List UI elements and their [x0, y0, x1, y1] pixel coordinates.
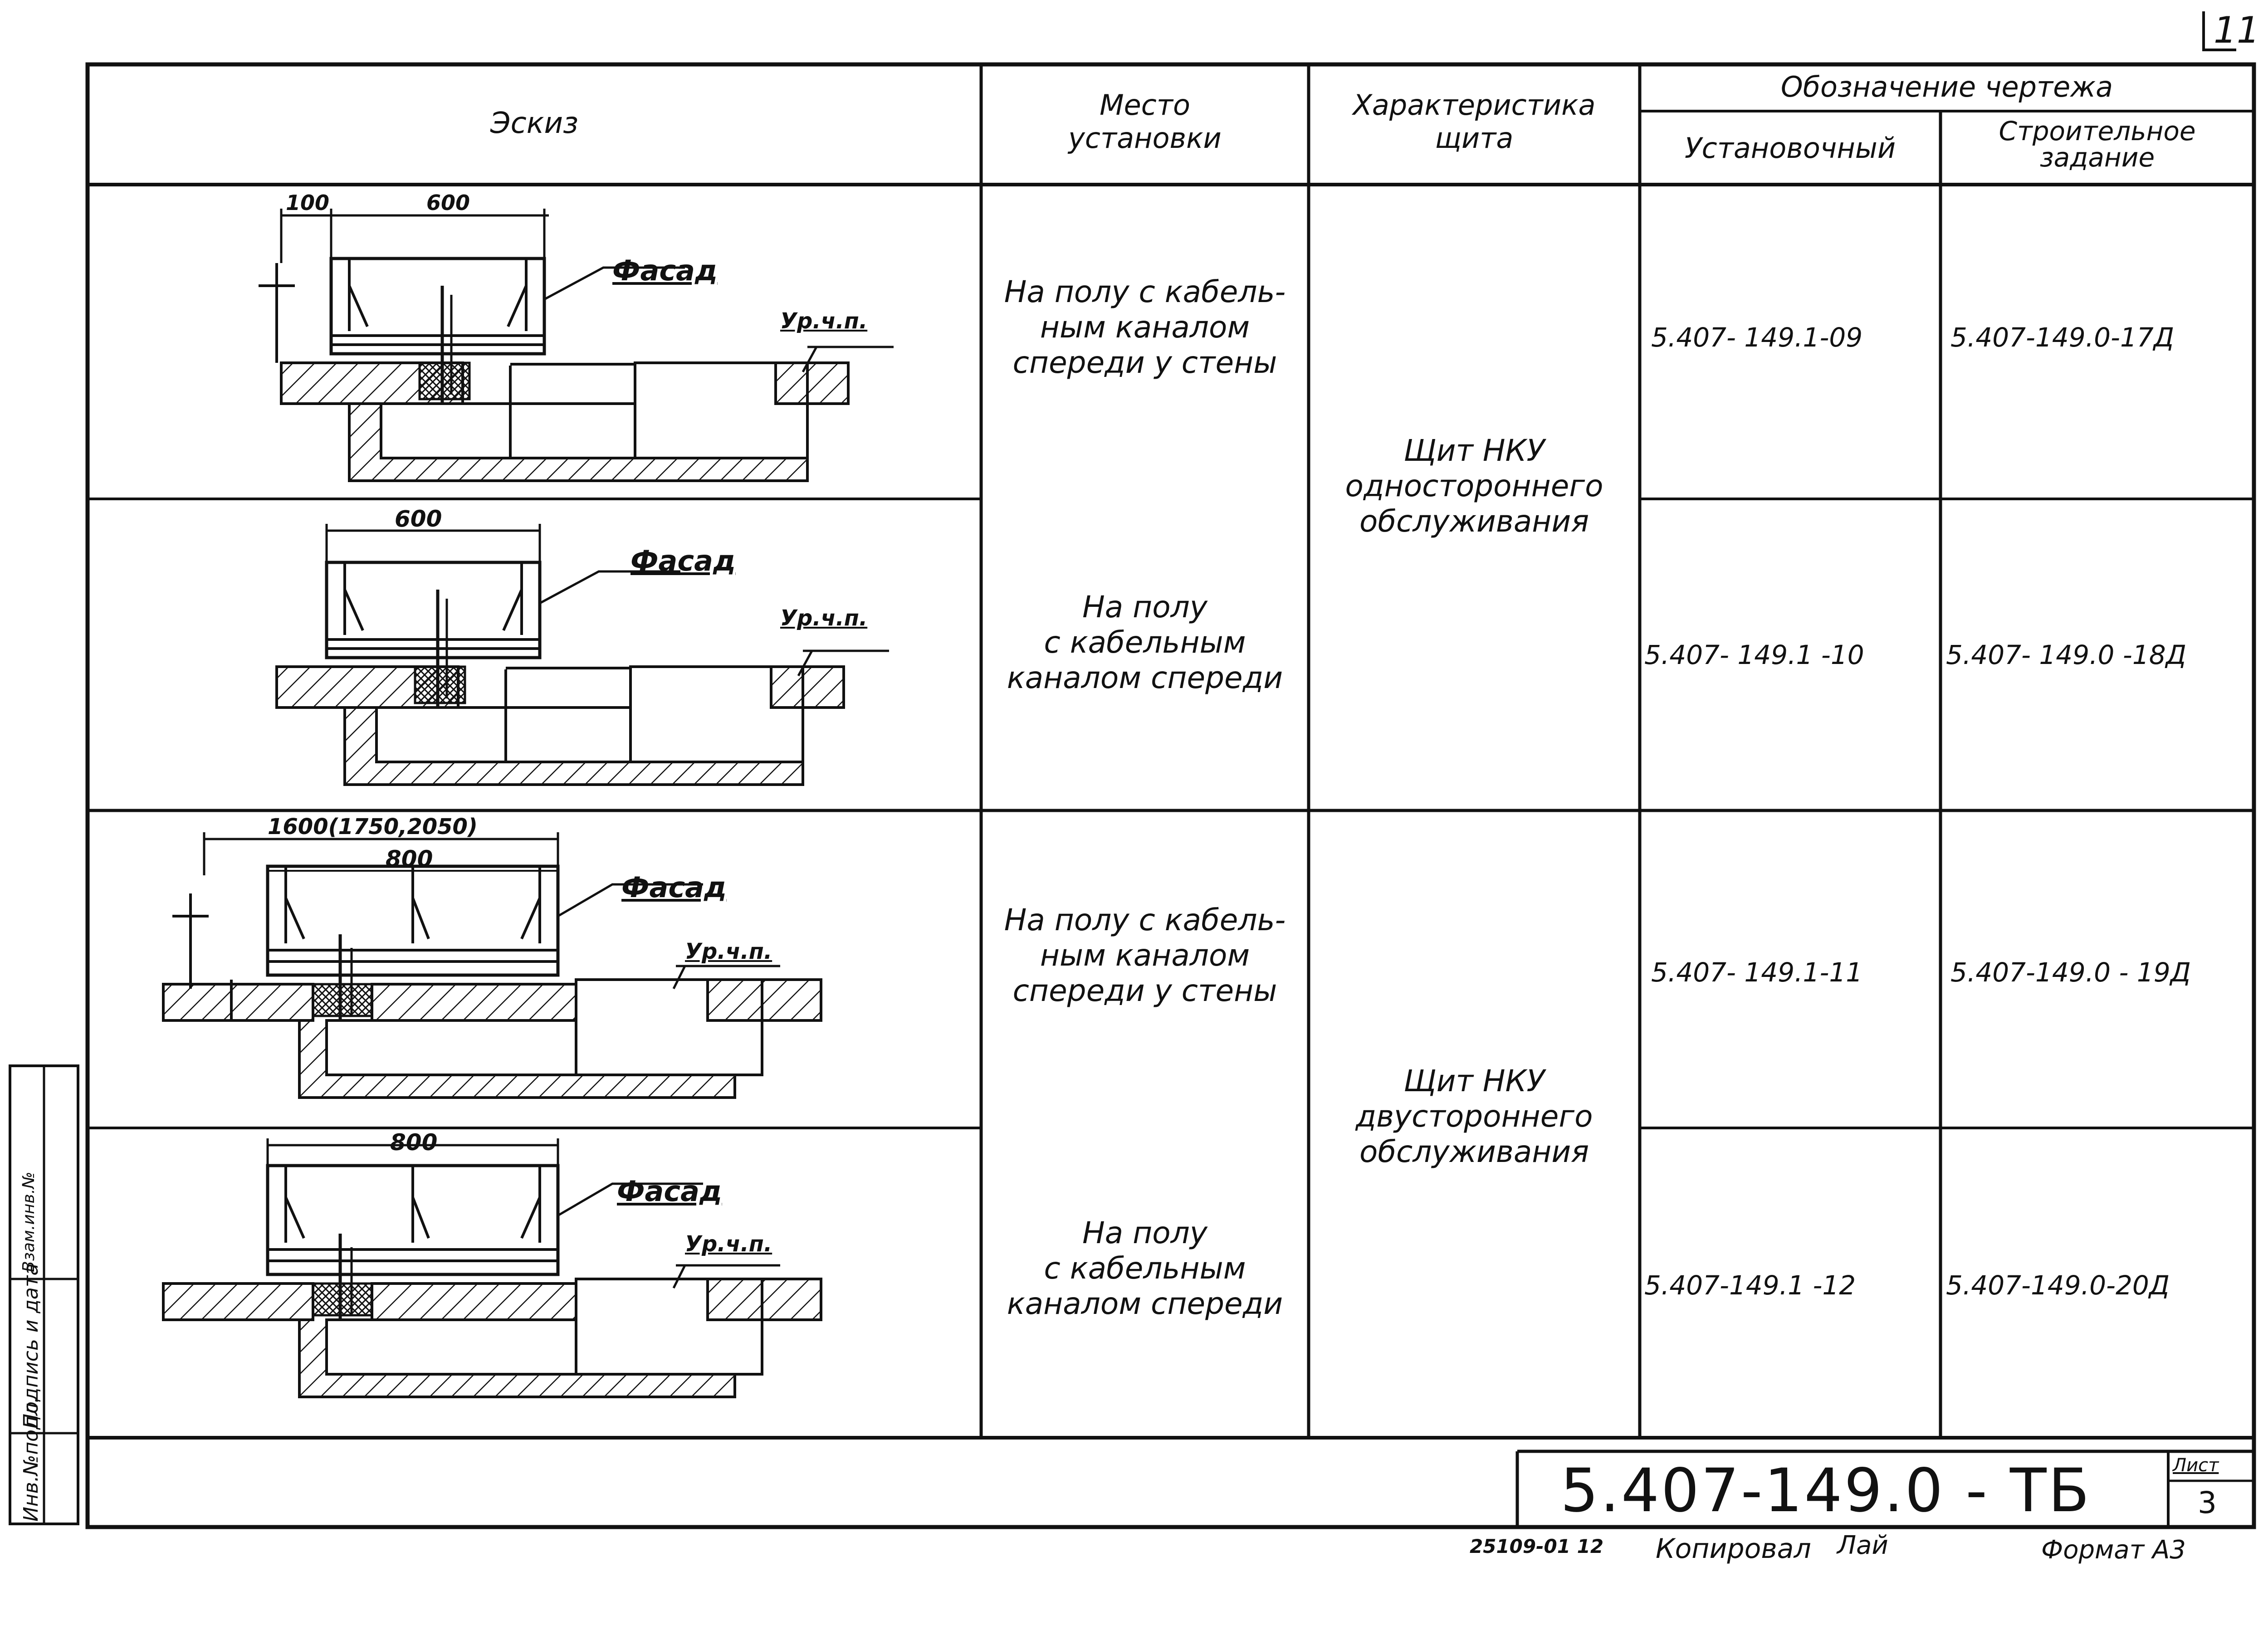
row3-dim-overall: 1600(1750,2050) [268, 814, 478, 839]
row2-place: На полу с кабельным каналом спереди [981, 590, 1309, 696]
sheet-label: Лист [2173, 1455, 2219, 1476]
characteristic-one-sided-line1: Щит НКУ [1403, 433, 1545, 468]
row2-dim-600: 600 [395, 506, 442, 532]
row4-place-line3: каналом спереди [1007, 1286, 1283, 1321]
row3-construction-code: 5.407-149.0 - 19Д [1950, 957, 2191, 988]
row4-facade-label: Фасад [617, 1175, 722, 1208]
header-place-line2: установки [1068, 122, 1222, 155]
sheet-number: 3 [2198, 1485, 2217, 1520]
header-characteristics: Характеристика щита [1309, 88, 1640, 155]
characteristic-two-sided-line3: обслуживания [1359, 1134, 1589, 1169]
header-construction-line1: Строительное [1999, 116, 2196, 146]
row4-place-line2: с кабельным [1044, 1250, 1246, 1286]
row2-floor-level: Ур.ч.п. [780, 605, 868, 631]
row1-place: На полу с кабель- ным каналом спереди у … [981, 274, 1309, 381]
sketch-row-4 [163, 1138, 821, 1397]
characteristic-two-sided-line1: Щит НКУ [1403, 1064, 1545, 1098]
header-construction-line2: задание [2039, 142, 2155, 173]
characteristic-two-sided-line2: двустороннего [1355, 1098, 1593, 1134]
row1-dim-100: 100 [286, 190, 330, 215]
row4-place: На полу с кабельным каналом спереди [981, 1215, 1309, 1322]
row1-installation-code: 5.407- 149.1-09 [1651, 322, 1863, 353]
row1-floor-level: Ур.ч.п. [780, 308, 868, 334]
side-strip: Инв.№подл. Подпись и дата Взам.инв.№ [8, 1066, 76, 1524]
characteristic-two-sided: Щит НКУ двустороннего обслуживания [1309, 1064, 1640, 1170]
characteristic-one-sided-line3: обслуживания [1359, 503, 1589, 539]
document-code: 5.407-149.0 - ТБ [1560, 1456, 2092, 1526]
row4-place-line1: На полу [1082, 1215, 1207, 1250]
row4-dim-800: 800 [390, 1129, 438, 1156]
row3-floor-level: Ур.ч.п. [685, 939, 772, 964]
row4-construction-code: 5.407-149.0-20Д [1946, 1270, 2170, 1301]
row2-place-line3: каналом спереди [1007, 660, 1283, 695]
copier-signature: Лай [1837, 1531, 1888, 1560]
row1-place-line2: ным каналом [1040, 309, 1250, 345]
row1-dim-600: 600 [426, 190, 470, 215]
header-installation: Установочный [1684, 132, 1896, 165]
order-number: 25109-01 12 [1470, 1535, 1604, 1557]
row3-place-line3: спереди у стены [1012, 973, 1277, 1008]
row2-place-line1: На полу [1082, 590, 1207, 625]
characteristic-one-sided: Щит НКУ одностороннего обслуживания [1309, 433, 1640, 539]
row4-floor-level: Ур.ч.п. [685, 1231, 772, 1257]
row4-installation-code: 5.407-149.1 -12 [1644, 1270, 1856, 1301]
row3-place-line2: ным каналом [1040, 937, 1250, 973]
header-sketch: Эскиз [490, 107, 579, 140]
row2-installation-code: 5.407- 149.1 -10 [1644, 639, 1864, 670]
row2-place-line2: с кабельным [1044, 625, 1246, 660]
sheet-corner-number: 11 [2214, 9, 2260, 51]
row3-place-line1: На полу с кабель- [1004, 903, 1286, 937]
row3-installation-code: 5.407- 149.1-11 [1651, 957, 1863, 988]
row3-dim-800: 800 [386, 846, 433, 872]
row2-construction-code: 5.407- 149.0 -18Д [1946, 639, 2186, 670]
row1-facade-label: Фасад [612, 254, 718, 287]
row1-place-line3: спереди у стены [1012, 345, 1277, 380]
side-signature-date: Подпись и дата [20, 1263, 43, 1429]
sketch-row-1 [259, 209, 894, 481]
characteristic-one-sided-line2: одностороннего [1345, 468, 1603, 503]
copied-by-label: Копировал [1656, 1533, 1811, 1565]
side-replaced: Взам.инв.№ [20, 1171, 38, 1272]
header-construction: Строительное задание [1941, 118, 2254, 171]
header-place: Место установки [981, 88, 1309, 155]
row1-place-line1: На полу с кабель- [1004, 274, 1286, 309]
header-char-line2: щита [1435, 122, 1514, 155]
sketch-row-3 [163, 832, 821, 1098]
row1-construction-code: 5.407-149.0-17Д [1950, 322, 2175, 353]
header-place-line1: Место [1100, 88, 1190, 122]
format-label: Формат А3 [2041, 1535, 2186, 1565]
header-char-line1: Характеристика [1353, 88, 1596, 122]
sketch-row-2 [277, 524, 889, 785]
row2-facade-label: Фасад [631, 544, 736, 577]
row3-place: На полу с кабель- ным каналом спереди у … [981, 903, 1309, 1009]
header-designation: Обозначение чертежа [1780, 70, 2113, 103]
row3-facade-label: Фасад [621, 871, 727, 904]
